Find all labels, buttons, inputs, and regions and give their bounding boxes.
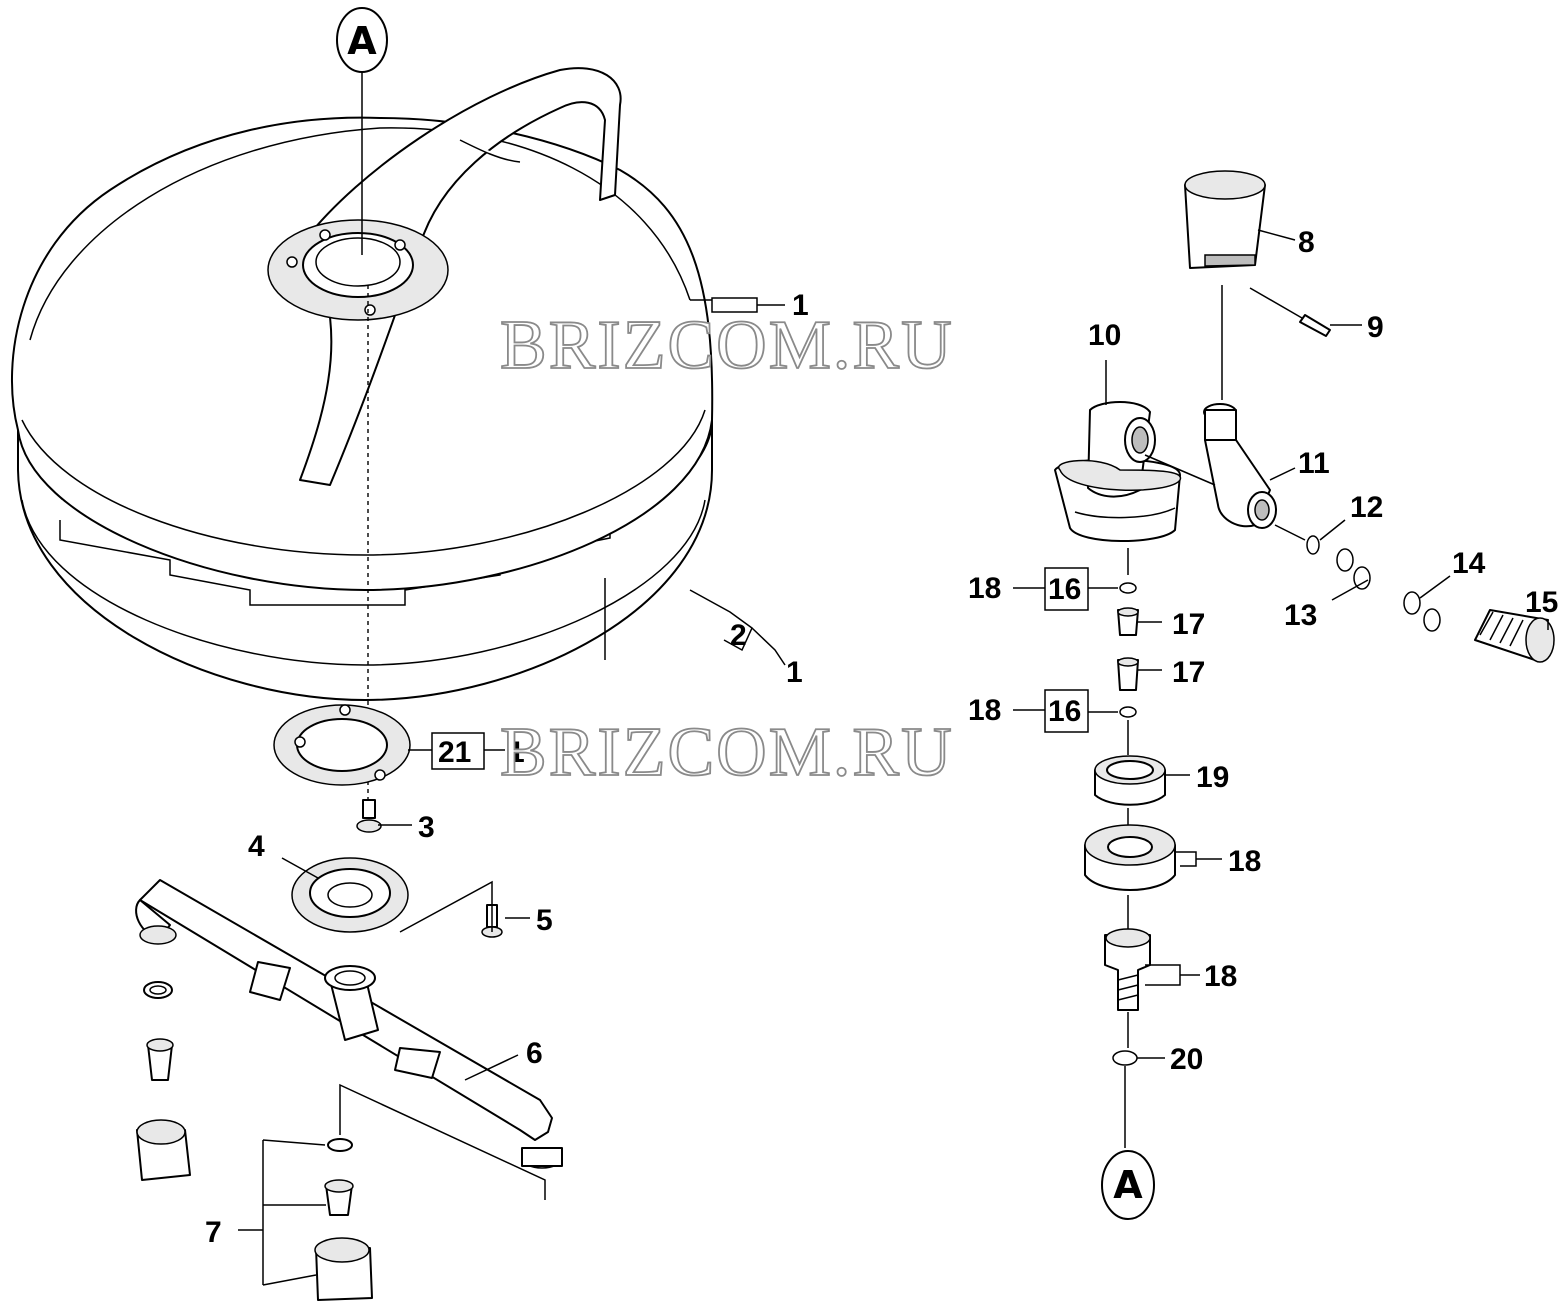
nozzle-set-7 [314, 1138, 373, 1301]
callout-17-top: 17 [1172, 608, 1205, 641]
nozzle-set-left [136, 981, 191, 1181]
callout-16-top: 16 [1048, 573, 1081, 606]
callout-4: 4 [248, 830, 265, 863]
shaft-fitting [1104, 928, 1151, 1011]
nozzle-insert-17-a [1117, 607, 1139, 636]
callout-19: 19 [1196, 761, 1229, 794]
reference-marker-a-top: A [336, 7, 388, 255]
surface-cleaner-cover [10, 67, 714, 701]
callout-1-plate: 1 [508, 736, 525, 769]
callout-6: 6 [526, 1037, 543, 1070]
callout-numbers: 1 2 1 21 1 3 4 5 6 7 8 9 10 11 12 13 14 … [205, 226, 1558, 1249]
callout-18-top: 18 [968, 572, 1001, 605]
hub-plate [291, 857, 409, 933]
callout-21: 21 [438, 736, 471, 769]
leader-lines [238, 229, 1549, 1286]
callout-15: 15 [1525, 586, 1558, 619]
callout-16-bottom: 16 [1048, 695, 1081, 728]
o-ring-16-a [1119, 582, 1137, 594]
callout-3: 3 [418, 811, 435, 844]
svg-text:A: A [347, 19, 377, 63]
callout-5: 5 [536, 904, 553, 937]
callout-11: 11 [1298, 447, 1330, 480]
reference-marker-a-bottom: A [1101, 1150, 1155, 1220]
callout-14: 14 [1452, 547, 1486, 580]
callout-8: 8 [1298, 226, 1315, 259]
callout-1-cover: 1 [792, 289, 809, 322]
washer-20 [1112, 1050, 1138, 1066]
callout-20: 20 [1170, 1043, 1203, 1076]
callout-2: 2 [730, 619, 747, 652]
callout-12: 12 [1350, 491, 1383, 524]
spray-bar [135, 879, 563, 1169]
o-ring-16-b [1119, 706, 1137, 718]
seal-19 [1094, 755, 1166, 806]
callout-17-bottom: 17 [1172, 656, 1205, 689]
callout-18-bearing: 18 [1228, 845, 1261, 878]
mounting-plate [273, 704, 411, 786]
pin-9 [1299, 314, 1331, 337]
callout-9: 9 [1367, 311, 1384, 344]
callout-18-fitting: 18 [1204, 960, 1237, 993]
callout-13: 13 [1284, 599, 1317, 632]
o-rings-right [1274, 524, 1441, 632]
lever-cap [1184, 170, 1266, 400]
svg-text:A: A [1113, 1163, 1143, 1207]
swivel-body [1054, 401, 1181, 542]
callout-18-middle: 18 [968, 694, 1001, 727]
lever-arm [1144, 403, 1277, 529]
screw-3 [356, 799, 382, 833]
callout-10: 10 [1088, 319, 1121, 352]
callout-1-ring: 1 [786, 656, 803, 689]
callout-7: 7 [205, 1216, 222, 1249]
nozzle-insert-17-b [1117, 657, 1139, 691]
bearing-18 [1084, 824, 1176, 891]
watermark-middle: BRIZCOM.RU [500, 714, 954, 791]
watermark-top: BRIZCOM.RU [500, 307, 954, 384]
